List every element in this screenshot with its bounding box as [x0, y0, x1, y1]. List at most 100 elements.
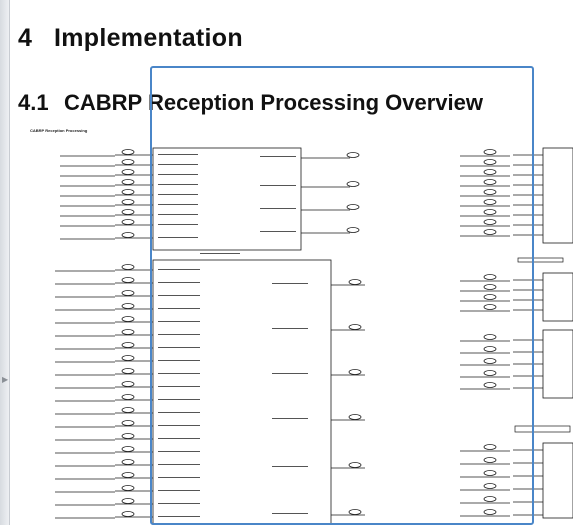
- input-2-port: [121, 407, 135, 413]
- right-input-label: [460, 502, 510, 504]
- right-input-port: [483, 483, 497, 489]
- port-label-1: [158, 164, 198, 165]
- input-2-port: [121, 290, 135, 296]
- right-input-port: [483, 179, 497, 185]
- input-1-port: [121, 219, 135, 225]
- right-input-port: [483, 159, 497, 165]
- right-input-label: [460, 476, 510, 478]
- right-input-port: [483, 346, 497, 352]
- right-input-port: [483, 304, 497, 310]
- right-input-label: [460, 463, 510, 465]
- right-input-label: [460, 376, 510, 378]
- input-label-2: [55, 426, 115, 428]
- output-2-port: [348, 324, 362, 330]
- input-2-port: [121, 498, 135, 504]
- output-1-port: [346, 152, 360, 158]
- input-1-port: [121, 199, 135, 205]
- output-2-port: [348, 369, 362, 375]
- input-label-1: [60, 175, 115, 177]
- subsection-number: 4.1: [18, 90, 49, 115]
- expand-arrow-icon[interactable]: ▶: [2, 375, 9, 384]
- port-label-2: [158, 347, 200, 348]
- port-label-2: [158, 334, 200, 335]
- port-label-2: [158, 360, 200, 361]
- input-label-2: [55, 439, 115, 441]
- input-1-port: [121, 169, 135, 175]
- input-2-port: [121, 342, 135, 348]
- input-label-2: [55, 517, 115, 519]
- input-label-1: [60, 205, 115, 207]
- port-label-2: [158, 438, 200, 439]
- right-block-title: [517, 257, 564, 263]
- right-input-label: [460, 364, 510, 366]
- right-input-port: [483, 284, 497, 290]
- port-label-2: [158, 503, 200, 504]
- input-2-port: [121, 420, 135, 426]
- right-input-label: [460, 489, 510, 491]
- input-label-1: [60, 165, 115, 167]
- output-label-2: [272, 418, 308, 419]
- input-label-2: [55, 335, 115, 337]
- output-1-port: [346, 227, 360, 233]
- output-2-port: [348, 279, 362, 285]
- right-input-label: [460, 388, 510, 390]
- input-2-port: [121, 433, 135, 439]
- port-label-2: [158, 490, 200, 491]
- right-input-port: [483, 334, 497, 340]
- output-2-port: [348, 509, 362, 515]
- port-label-2: [158, 464, 200, 465]
- block-title-1: [200, 253, 240, 254]
- input-2-port: [121, 264, 135, 270]
- section-number: 4: [18, 24, 33, 52]
- input-label-2: [55, 270, 115, 272]
- right-input-label: [460, 300, 510, 302]
- right-input-port: [483, 294, 497, 300]
- input-2-port: [121, 381, 135, 387]
- subsection-title: CABRP Reception Processing Overview: [64, 90, 483, 115]
- right-input-label: [460, 515, 510, 517]
- output-label-1: [260, 208, 296, 209]
- block-main-2: [152, 259, 332, 525]
- right-input-port: [483, 457, 497, 463]
- input-label-2: [55, 361, 115, 363]
- input-2-port: [121, 472, 135, 478]
- input-1-port: [121, 179, 135, 185]
- input-1-port: [121, 232, 135, 238]
- right-input-label: [460, 235, 510, 237]
- output-1-port: [346, 204, 360, 210]
- right-input-label: [460, 165, 510, 167]
- right-input-port: [483, 496, 497, 502]
- block-right: [542, 147, 573, 244]
- input-label-2: [55, 452, 115, 454]
- right-input-port: [483, 189, 497, 195]
- output-1-port: [346, 181, 360, 187]
- block-right: [542, 272, 573, 322]
- signal-flow-diagram: [55, 147, 573, 525]
- right-input-label: [460, 280, 510, 282]
- input-label-2: [55, 387, 115, 389]
- section-title: Implementation: [54, 24, 243, 52]
- port-label-1: [158, 224, 198, 225]
- right-input-port: [483, 229, 497, 235]
- input-label-1: [60, 155, 115, 157]
- block-main-1: [152, 147, 302, 251]
- input-label-2: [55, 478, 115, 480]
- right-input-label: [460, 185, 510, 187]
- input-2-port: [121, 277, 135, 283]
- output-label-1: [260, 231, 296, 232]
- input-2-port: [121, 485, 135, 491]
- right-block-title: [514, 425, 571, 433]
- output-label-2: [272, 283, 308, 284]
- output-label-2: [272, 328, 308, 329]
- port-label-2: [158, 412, 200, 413]
- input-label-2: [55, 465, 115, 467]
- input-1-port: [121, 159, 135, 165]
- input-label-1: [60, 185, 115, 187]
- right-input-label: [460, 155, 510, 157]
- right-input-port: [483, 199, 497, 205]
- right-input-port: [483, 219, 497, 225]
- input-label-2: [55, 322, 115, 324]
- right-input-label: [460, 225, 510, 227]
- port-label-2: [158, 295, 200, 296]
- port-label-2: [158, 425, 200, 426]
